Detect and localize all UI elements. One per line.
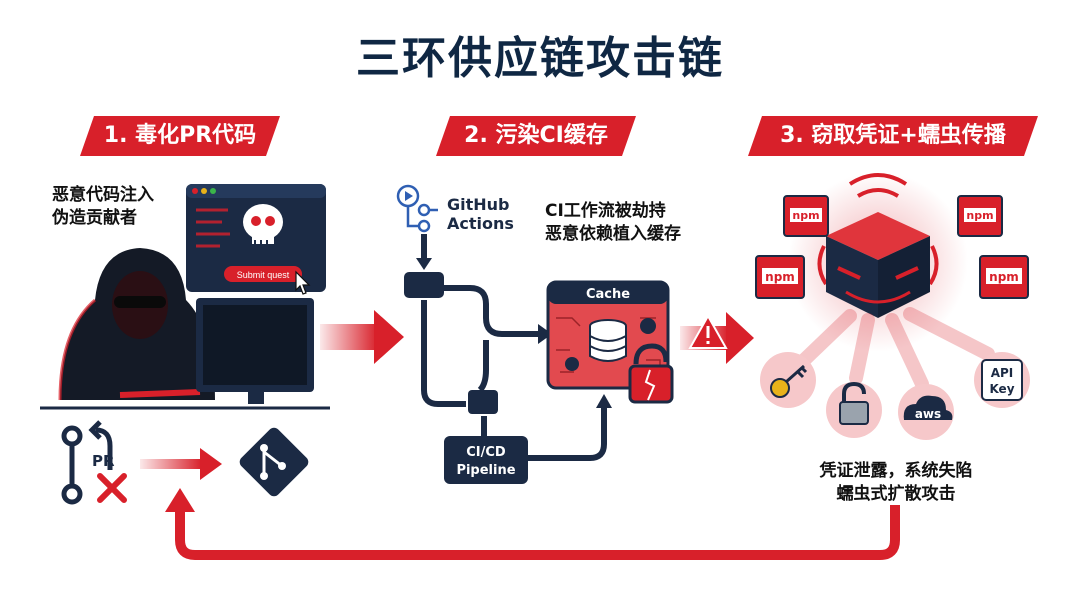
dispersal-streaks (793, 307, 995, 391)
cache-skull-icons (565, 318, 656, 371)
github-actions-icon (396, 184, 438, 233)
api-key-card (981, 359, 1023, 401)
api-key-line1: API (991, 366, 1014, 380)
pr-to-git-arrowhead (200, 448, 222, 480)
warning-icon (688, 313, 728, 349)
pipeline-label-line1: CI/CD (466, 445, 506, 460)
cursor-hand-icon (295, 270, 311, 295)
pipeline-label-line2: Pipeline (456, 463, 515, 478)
stage-2-note: CI工作流被劫持 恶意依赖植入缓存 (545, 200, 681, 246)
stage-1-note-line1: 恶意代码注入 (52, 185, 154, 205)
github-label-line1: GitHub (447, 195, 510, 214)
reject-x-icon (97, 473, 127, 503)
stage-1-note-line2: 伪造贡献者 (52, 208, 137, 228)
npm-label-3: npm (765, 270, 795, 284)
ci-cd-pipeline-box (444, 436, 528, 484)
stage-3-note-line2: 蠕虫式扩散攻击 (836, 484, 956, 504)
cloud-icon (903, 395, 953, 420)
stage-3-note: 凭证泄露，系统失陷 蠕虫式扩散攻击 (806, 460, 986, 506)
aws-label: aws (915, 407, 941, 421)
stage2-to-stage3-arrowhead (726, 312, 754, 364)
api-key-line2: Key (989, 382, 1014, 396)
stage-3-banner: 3. 窃取凭证+蠕虫传播 (748, 116, 1038, 156)
npm-package-icon-4 (979, 255, 1029, 299)
npm-label-4: npm (989, 270, 1019, 284)
npm-package-icon-2 (957, 195, 1003, 237)
stage-1-note: 恶意代码注入 伪造贡献者 (52, 184, 154, 230)
key-icon (770, 364, 808, 398)
pr-to-git-arrow (140, 459, 202, 469)
github-label-line2: Actions (447, 214, 514, 233)
cache-label: Cache (586, 287, 630, 302)
git-icon (239, 427, 309, 497)
pull-request-icon (61, 420, 113, 505)
stage-2-note-line2: 恶意依赖植入缓存 (545, 224, 681, 244)
pipeline-node-2 (468, 390, 498, 414)
pipeline-flow-lines (421, 234, 607, 461)
npm-package-icon-3 (755, 255, 805, 299)
page-title: 三环供应链攻击链 (356, 33, 724, 84)
pipeline-node-1 (404, 272, 444, 298)
broken-lock-icon (628, 343, 674, 404)
stage1-to-stage2-arrowhead (374, 310, 404, 364)
return-loop-arrowhead (165, 488, 195, 512)
submit-quest-label: Submit quest (237, 270, 290, 280)
submit-quest-button (224, 266, 302, 282)
database-icon (589, 319, 627, 362)
npm-label-1: npm (792, 209, 819, 222)
code-window (186, 184, 326, 292)
hacker-icon (58, 248, 215, 401)
stage-2-note-line1: CI工作流被劫持 (545, 201, 666, 221)
open-lock-icon (839, 381, 869, 425)
npm-package-icon-1 (783, 195, 829, 237)
stage-3-note-line1: 凭证泄露，系统失陷 (819, 461, 973, 481)
signal-waves (817, 173, 939, 286)
pr-label: PR (92, 452, 115, 470)
return-loop-arrow (175, 505, 900, 560)
stage1-to-stage2-arrow (320, 324, 378, 350)
stage-2-banner: 2. 污染CI缓存 (436, 116, 636, 156)
stage-1-banner: 1. 毒化PR代码 (80, 116, 280, 156)
malicious-package-icon (826, 212, 930, 318)
npm-label-2: npm (966, 209, 993, 222)
skull-icon (243, 204, 283, 245)
monitor-icon (196, 298, 314, 404)
